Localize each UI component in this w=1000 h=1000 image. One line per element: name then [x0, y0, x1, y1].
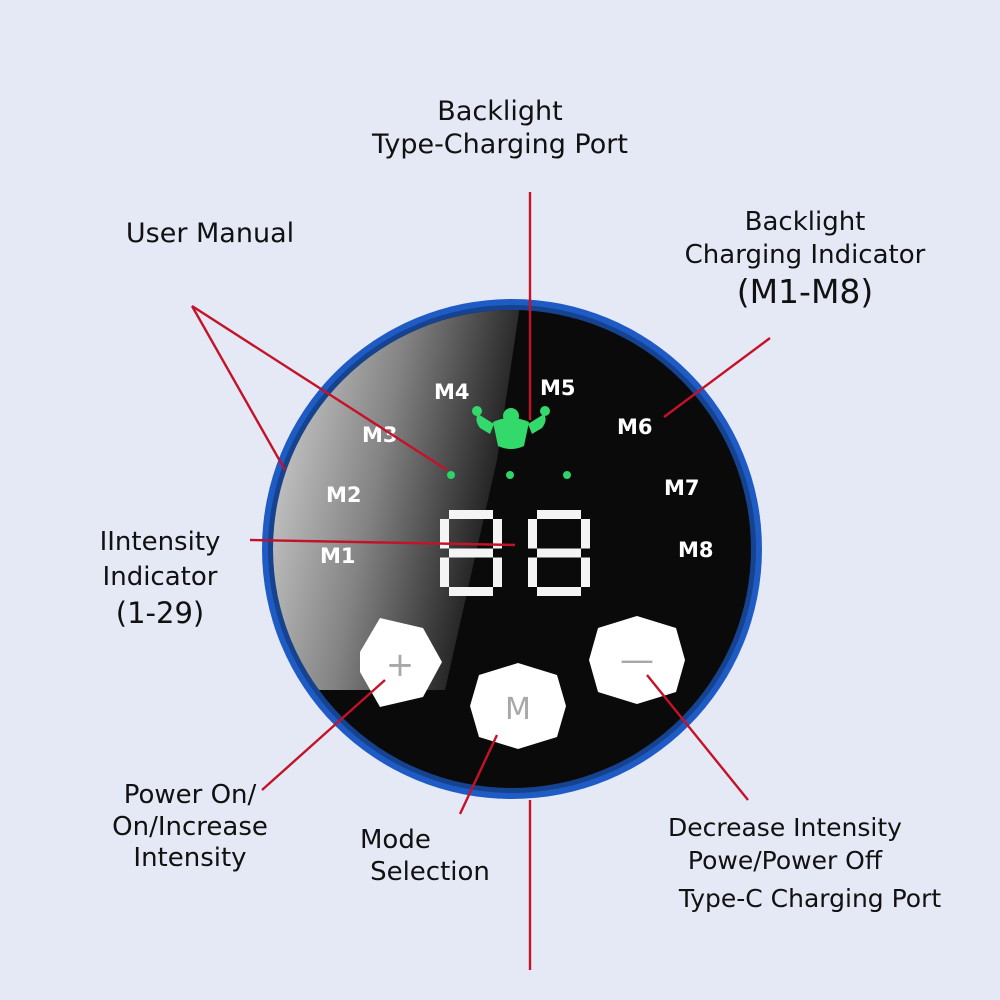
- plus-icon: +: [386, 645, 415, 685]
- mode-label-m6: M6: [617, 415, 653, 439]
- mode-label-m4: M4: [434, 380, 470, 404]
- indicator-dot: [447, 471, 455, 479]
- callout-line: IIntensity: [99, 527, 221, 557]
- callout-line: Decrease Intensity: [668, 813, 902, 842]
- minus-icon: —: [620, 640, 654, 680]
- display-segment: [581, 557, 590, 587]
- callout-line: (M1-M8): [736, 272, 874, 311]
- display-segment: [581, 519, 590, 549]
- leader-decrease: [646, 674, 749, 801]
- callout-line: Intensity: [133, 843, 247, 874]
- mode-button-label: M: [505, 692, 531, 727]
- callout-line: Type-C Charging Port: [678, 884, 942, 913]
- callout-power-on: Power On/ On/Increase Intensity: [80, 780, 300, 875]
- callout-user-manual: User Manual: [90, 218, 330, 251]
- callout-line: Indicator: [102, 561, 218, 592]
- callout-line: Type-Charging Port: [372, 128, 628, 160]
- display-segment: [537, 510, 581, 519]
- mode-button[interactable]: M: [470, 663, 566, 749]
- display-segment: [528, 557, 537, 587]
- mode-label-m7: M7: [664, 476, 700, 500]
- callout-intensity-indicator: IIntensity Indicator (1-29): [60, 525, 260, 633]
- leader-mode: [458, 734, 499, 815]
- mode-label-m8: M8: [678, 538, 714, 562]
- minus-button[interactable]: —: [589, 616, 685, 704]
- callout-top-port: Backlight Type-Charging Port: [330, 96, 670, 162]
- mode-label-m2: M2: [326, 483, 362, 507]
- mode-label-m5: M5: [540, 376, 576, 400]
- display-segment: [449, 587, 493, 596]
- mode-label-m1: M1: [320, 544, 356, 568]
- callout-charging-indicator: Backlight Charging Indicator (M1-M8): [655, 206, 955, 312]
- display-segment: [493, 519, 502, 549]
- indicator-dot: [563, 471, 571, 479]
- callout-line: Charging Indicator: [684, 239, 926, 270]
- display-segment: [537, 548, 581, 558]
- callout-mode-selection: Mode Selection: [330, 825, 530, 888]
- display-segment: [449, 548, 493, 558]
- callout-line: User Manual: [125, 218, 295, 249]
- callout-line: (1-29): [115, 596, 205, 631]
- callout-line: Power On/: [123, 780, 257, 810]
- leader-user-manual-a: [190, 305, 287, 471]
- display-segment: [449, 510, 493, 519]
- leader-user-manual-b: [191, 304, 448, 472]
- display-segment: [528, 519, 537, 549]
- callout-line: Powe/Power Off: [687, 845, 883, 875]
- callout-line: Mode: [360, 825, 431, 855]
- indicator-dot: [506, 471, 514, 479]
- display-segment: [440, 557, 449, 587]
- muscle-man-icon: [472, 406, 550, 449]
- callout-line: Backlight: [744, 207, 866, 237]
- leader-power-on: [261, 679, 386, 791]
- callout-line: Selection: [370, 856, 490, 887]
- display-segment: [537, 587, 581, 596]
- leader-charging-indicator: [663, 337, 771, 418]
- intensity-display: [440, 510, 590, 596]
- callout-decrease: Decrease Intensity Powe/Power Off Type-C…: [640, 812, 980, 916]
- callout-line: On/Increase: [112, 811, 268, 842]
- display-segment: [440, 519, 449, 549]
- leader-intensity: [249, 538, 516, 547]
- display-segment: [493, 557, 502, 587]
- callout-line: Backlight: [437, 96, 563, 127]
